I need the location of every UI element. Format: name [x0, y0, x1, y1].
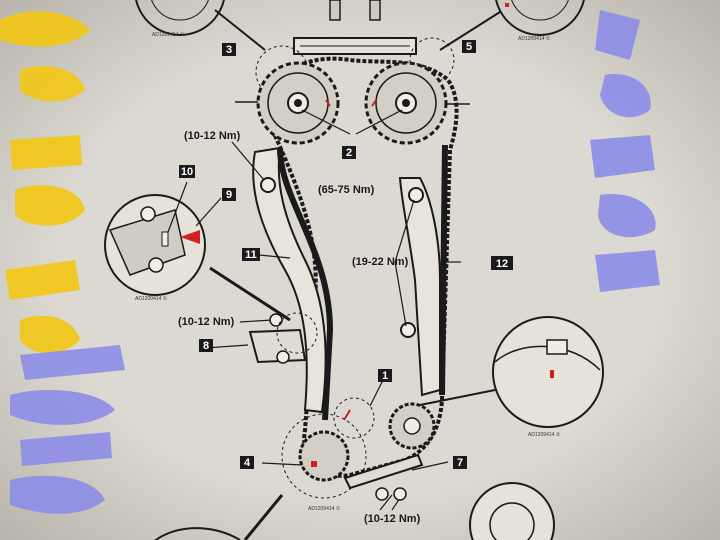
top-right-detail — [439, 0, 585, 51]
part-label-1: 1 — [378, 369, 392, 382]
part-label-3: 3 — [222, 43, 236, 56]
ref-code-top-left: AD1209414 ① — [152, 32, 185, 38]
torque-label-tensioner: (10-12 Nm) — [178, 316, 235, 328]
torque-label-camshaft: (65-75 Nm) — [318, 184, 375, 196]
torque-label-guide: (19-22 Nm) — [352, 256, 409, 268]
detail-circle-4 — [409, 37, 455, 83]
ref-code-top-right: AD1209414 ① — [518, 36, 551, 42]
guide-bolt-lower — [400, 322, 416, 338]
ref-code-left-detail: AD1209414 ① — [135, 296, 168, 302]
guide-bolt-upper — [408, 187, 424, 203]
blue-watermark-right — [590, 10, 660, 292]
svg-text:3: 3 — [226, 44, 232, 56]
svg-text:10: 10 — [181, 166, 193, 178]
yellow-watermark — [0, 11, 90, 354]
exhaust-cam-sprocket — [364, 61, 448, 145]
crank-detail-view — [419, 316, 604, 428]
bottom-left-detail — [154, 527, 241, 540]
torque-label-upper-left: (10-12 Nm) — [184, 130, 241, 142]
part-label-11: 11 — [242, 248, 260, 261]
timing-mark — [343, 409, 351, 421]
svg-text:2: 2 — [346, 147, 352, 159]
part-label-9: 9 — [222, 188, 236, 201]
tensioner-detail-view — [104, 181, 222, 296]
ref-code-crank: AD1209414 ① — [308, 506, 341, 512]
hydraulic-tensioner — [248, 312, 318, 364]
tensioner-rail-face — [277, 147, 334, 421]
svg-text:4: 4 — [244, 457, 251, 469]
bottom-right-detail — [469, 482, 555, 540]
fixed-guide-face — [439, 144, 448, 396]
detail-circle-1 — [333, 397, 375, 439]
blue-watermark-left — [10, 345, 125, 514]
svg-text:9: 9 — [226, 189, 232, 201]
ref-code-right-detail: AD1209414 ① — [528, 432, 561, 438]
part-label-4: 5 — [462, 40, 476, 53]
part-label-2: 2 — [342, 146, 356, 159]
part-label-12: 12 — [491, 256, 513, 270]
oil-pump-sprocket — [388, 402, 436, 450]
torque-label-lower: (10-12 Nm) — [364, 513, 421, 525]
svg-text:8: 8 — [203, 340, 209, 352]
svg-text:11: 11 — [245, 249, 257, 261]
svg-text:5: 5 — [466, 41, 472, 53]
svg-text:12: 12 — [496, 258, 508, 270]
fixed-chain-guide — [398, 177, 441, 397]
tensioner-pivot-bolt — [260, 177, 276, 193]
part-label-7: 7 — [453, 456, 467, 469]
part-label-8: 8 — [199, 339, 213, 352]
intake-cam-sprocket — [256, 61, 340, 145]
svg-text:7: 7 — [457, 457, 463, 469]
top-left-detail — [135, 0, 266, 51]
part-label-10: 10 — [179, 165, 195, 178]
oil-pump-tensioner — [343, 453, 424, 501]
crankshaft-sprocket — [281, 413, 367, 499]
tensioner-rail — [252, 146, 327, 414]
part-label-5: 4 — [240, 456, 254, 469]
top-bolts — [329, 0, 381, 21]
svg-text:1: 1 — [382, 370, 388, 382]
upper-chain-guide — [293, 37, 417, 55]
